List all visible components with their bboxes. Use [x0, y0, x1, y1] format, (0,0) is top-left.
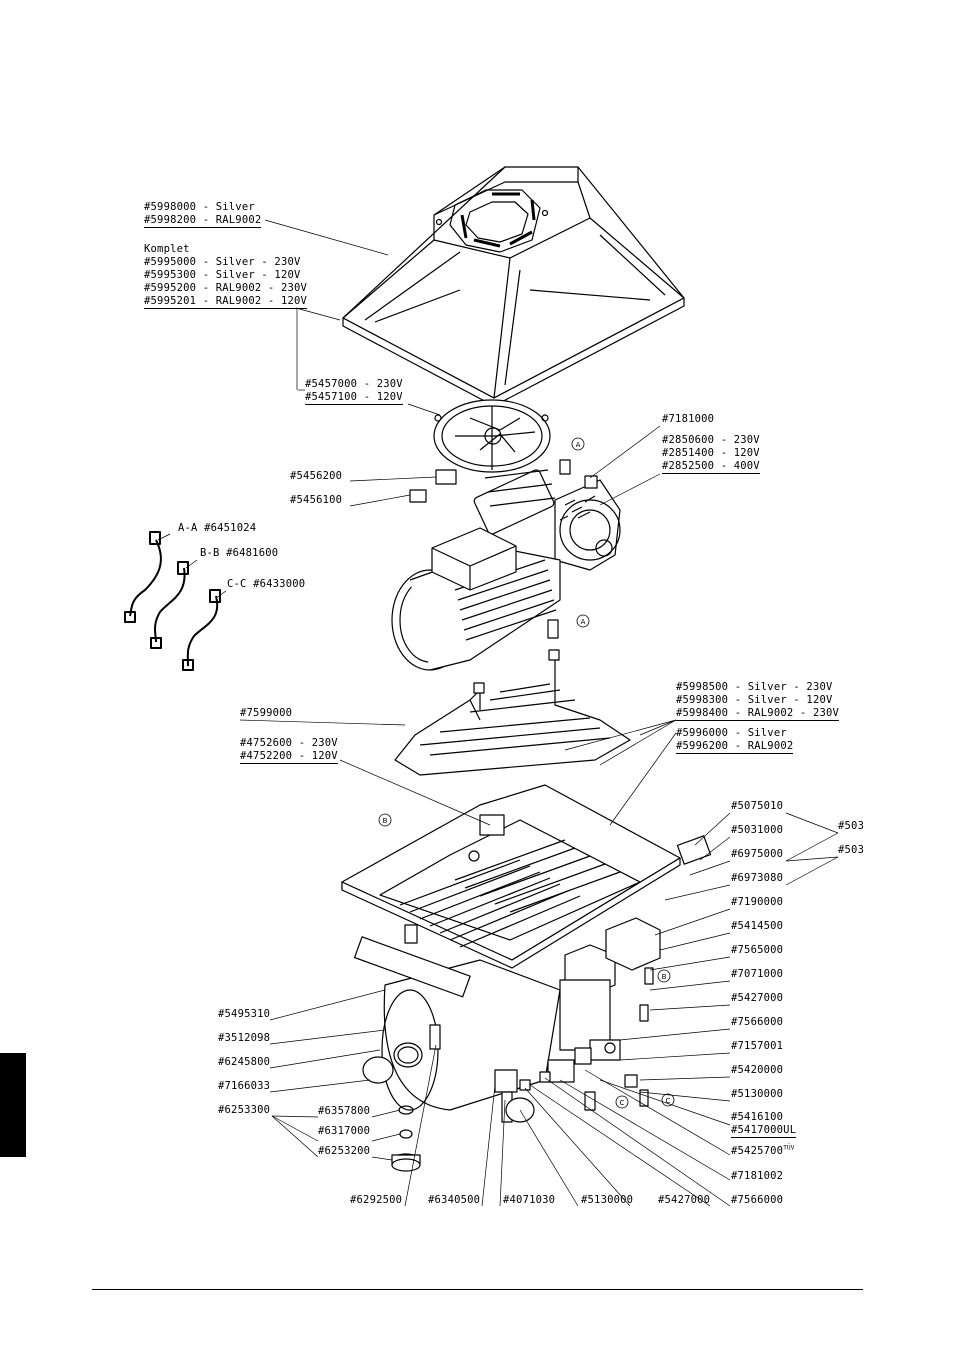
pressure-switch-part	[494, 917, 661, 1123]
label-5130000-bottom: #5130000	[581, 1194, 634, 1206]
tray-part	[341, 784, 712, 969]
label-6253300: #6253300	[218, 1104, 271, 1116]
fan-label-line: #5457000 - 230V	[305, 378, 403, 390]
cooler-label: #5998500 - Silver - 230V #5998300 - Silv…	[676, 681, 840, 721]
hose-cc-label: C-C #6433000	[227, 578, 306, 590]
label-7566000: #7566000	[731, 1016, 784, 1028]
hood-label-line: #5998200 - RAL9002	[144, 214, 262, 228]
compressor-part	[473, 459, 621, 571]
label-7157001: #7157001	[731, 1040, 784, 1052]
marker-b-2: B	[662, 973, 667, 981]
footer-rule	[92, 1289, 863, 1290]
compressor-label: #2850600 - 230V #2851400 - 120V #2852500…	[662, 434, 760, 474]
komplet-label: Komplet #5995000 - Silver - 230V #599530…	[144, 243, 308, 309]
fan-label: #5457000 - 230V #5457100 - 120V	[305, 378, 403, 405]
leader-lines	[157, 219, 839, 1207]
label-7181000: #7181000	[662, 413, 715, 425]
label-5425700-text: #5425700	[731, 1145, 784, 1157]
label-6340500: #6340500	[428, 1194, 481, 1206]
heater-label: #4752600 - 230V #4752200 - 120V	[240, 737, 338, 764]
label-6245800: #6245800	[218, 1056, 271, 1068]
label-6292500: #6292500	[350, 1194, 403, 1206]
side-tab-marker	[0, 1053, 26, 1157]
drain-parts	[391, 1105, 421, 1172]
label-5130000-right: #5130000	[731, 1088, 784, 1100]
label-5425700: #5425700TÜV	[731, 1145, 795, 1158]
label-5031000: #5031000	[731, 824, 784, 836]
heater-label-line: #4752200 - 120V	[240, 750, 338, 764]
label-7566000-bottom: #7566000	[731, 1194, 784, 1206]
label-5456200: #5456200	[290, 470, 343, 482]
label-5427000-bottom: #5427000	[658, 1194, 711, 1206]
label-5416100: #5416100	[731, 1111, 784, 1123]
hood-part	[342, 166, 685, 407]
label-7190000: #7190000	[731, 896, 784, 908]
marker-b-1: B	[383, 817, 388, 825]
label-5075010: #5075010	[731, 800, 784, 812]
label-6975000: #6975000	[731, 848, 784, 860]
label-3512098: #3512098	[218, 1032, 271, 1044]
motor-part	[391, 527, 561, 671]
marker-c-2: C	[666, 1097, 671, 1105]
fan-label-line: #5457100 - 120V	[305, 391, 403, 405]
hood-label-line: #5998000 - Silver	[144, 201, 255, 213]
label-tuv-sup: TÜV	[783, 1144, 795, 1152]
heater-label-line: #4752600 - 230V	[240, 737, 338, 749]
label-7599000: #7599000	[240, 707, 293, 719]
compressor-label-line: #2850600 - 230V	[662, 434, 760, 446]
label-5427000: #5427000	[731, 992, 784, 1004]
compressor-label-line: #2852500 - 400V	[662, 460, 760, 474]
marker-a-2: A	[581, 618, 586, 626]
hose-bb-label: B-B #6481600	[200, 547, 279, 559]
cooler-label-line: #5998300 - Silver - 120V	[676, 694, 833, 706]
label-5417000ul: #5417000UL	[731, 1124, 797, 1138]
tray-label-line: #5996200 - RAL9002	[676, 740, 794, 754]
tray-label: #5996000 - Silver #5996200 - RAL9002	[676, 727, 794, 754]
label-4071030: #4071030	[503, 1194, 556, 1206]
label-6973080: #6973080	[731, 872, 784, 884]
cooler-label-line: #5998500 - Silver - 230V	[676, 681, 833, 693]
komplet-line: #5995000 - Silver - 230V	[144, 256, 301, 268]
label-6357800: #6357800	[318, 1105, 371, 1117]
label-503-a: #503	[838, 820, 865, 832]
label-7071000: #7071000	[731, 968, 784, 980]
cooler-label-line: #5998400 - RAL9002 - 230V	[676, 707, 840, 721]
label-5414500: #5414500	[731, 920, 784, 932]
komplet-title: Komplet	[144, 243, 190, 255]
label-7181002: #7181002	[731, 1170, 784, 1182]
label-6253200: #6253200	[318, 1145, 371, 1157]
komplet-line: #5995201 - RAL9002 - 120V	[144, 295, 308, 309]
compressor-label-line: #2851400 - 120V	[662, 447, 760, 459]
komplet-line: #5995300 - Silver - 120V	[144, 269, 301, 281]
label-5456100: #5456100	[290, 494, 343, 506]
cooler-coil-part	[394, 649, 631, 776]
fan-part	[433, 399, 551, 473]
circle-markers	[378, 437, 675, 1109]
label-5416100-group: #5416100 #5417000UL	[731, 1111, 797, 1138]
label-5495310: #5495310	[218, 1008, 271, 1020]
label-7565000: #7565000	[731, 944, 784, 956]
label-7166033: #7166033	[218, 1080, 271, 1092]
label-5420000: #5420000	[731, 1064, 784, 1076]
hoses-part	[124, 531, 221, 671]
label-6317000: #6317000	[318, 1125, 371, 1137]
marker-a-1: A	[576, 441, 581, 449]
hood-label: #5998000 - Silver #5998200 - RAL9002	[144, 201, 262, 228]
label-503-b: #503	[838, 844, 865, 856]
komplet-line: #5995200 - RAL9002 - 230V	[144, 282, 308, 294]
tray-label-line: #5996000 - Silver	[676, 727, 787, 739]
hose-aa-label: A-A #6451024	[178, 522, 257, 534]
marker-c-1: C	[620, 1099, 625, 1107]
